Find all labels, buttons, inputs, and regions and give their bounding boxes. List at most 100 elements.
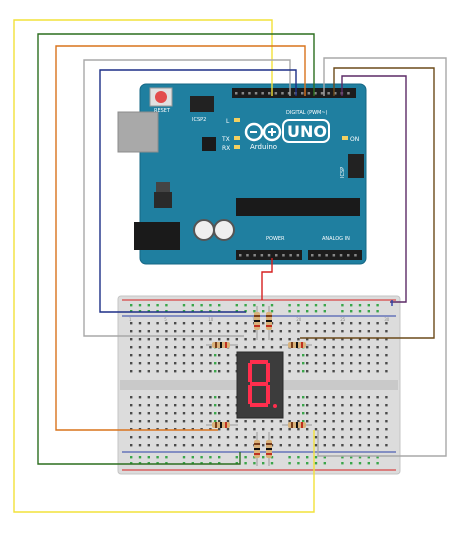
breadboard-hole [147, 412, 150, 415]
breadboard-hole [209, 304, 212, 307]
breadboard-hole [262, 456, 265, 459]
breadboard-hole [165, 370, 168, 373]
breadboard-hole [314, 420, 318, 423]
breadboard-hole [253, 330, 256, 333]
breadboard-hole [138, 404, 142, 407]
arduino-logo [244, 122, 282, 142]
breadboard-hole [341, 404, 344, 407]
breadboard-hole [182, 444, 186, 447]
breadboard-hole [200, 404, 203, 407]
breadboard-hole [323, 322, 326, 325]
breadboard-hole [350, 370, 353, 373]
analog-label: ANALOG IN [322, 236, 350, 242]
breadboard-hole [332, 346, 335, 349]
header-pin [320, 92, 324, 95]
breadboard-hole [350, 404, 353, 407]
breadboard-hole [191, 338, 194, 341]
breadboard-hole [314, 462, 318, 465]
breadboard-hole [182, 304, 186, 307]
breadboard-hole [297, 322, 300, 325]
breadboard-hole [165, 354, 168, 357]
breadboard-hole [182, 346, 186, 349]
breadboard-hole [332, 354, 335, 357]
breadboard-hole [218, 304, 221, 307]
breadboard-hole [218, 456, 221, 459]
breadboard-hole [262, 444, 265, 447]
breadboard-column-number: 5 [164, 317, 167, 322]
wire-yellow [13, 19, 315, 513]
breadboard-hole [297, 436, 300, 439]
breadboard-hole [147, 404, 150, 407]
wire-purple [341, 75, 407, 303]
header-pin [325, 254, 328, 257]
breadboard-hole [323, 462, 326, 465]
breadboard-hole [156, 462, 159, 465]
breadboard-column-number: 25 [340, 317, 346, 322]
breadboard-hole [385, 370, 388, 373]
breadboard-hole [262, 330, 265, 333]
breadboard-hole [226, 404, 230, 407]
breadboard-hole [367, 362, 370, 365]
breadboard-hole [385, 354, 388, 357]
on-label: ON [350, 136, 359, 143]
breadboard-hole [314, 456, 318, 459]
header-pin [253, 254, 256, 257]
breadboard-hole [130, 396, 133, 399]
breadboard-hole [218, 362, 221, 365]
breadboard-hole [214, 396, 217, 399]
breadboard-hole [288, 322, 291, 325]
breadboard-hole [297, 330, 300, 333]
breadboard-hole [262, 310, 265, 313]
breadboard-column-number: 1 [129, 317, 132, 322]
breadboard-hole [226, 444, 230, 447]
breadboard-column-number: 10 [208, 317, 214, 322]
breadboard-hole [350, 310, 353, 313]
breadboard-hole [323, 304, 326, 307]
breadboard-hole [341, 354, 344, 357]
breadboard-hole [341, 436, 344, 439]
breadboard-hole [214, 404, 217, 407]
breadboard-hole [358, 404, 362, 407]
breadboard-hole [262, 428, 265, 431]
breadboard-hole [288, 428, 291, 431]
breadboard-hole [314, 444, 318, 447]
breadboard-hole [332, 322, 335, 325]
breadboard-hole [191, 346, 194, 349]
header-pin [261, 92, 264, 95]
breadboard-hole [302, 404, 305, 407]
breadboard-hole [279, 428, 282, 431]
breadboard-hole [358, 354, 362, 357]
breadboard-hole [358, 444, 362, 447]
breadboard-hole [147, 346, 150, 349]
breadboard-hole [165, 412, 168, 415]
breadboard-hole [332, 436, 335, 439]
breadboard-hole [262, 338, 265, 341]
breadboard-hole [200, 330, 203, 333]
breadboard-hole [147, 338, 150, 341]
breadboard-hole [191, 370, 194, 373]
breadboard-hole [174, 420, 177, 423]
breadboard-hole [191, 396, 194, 399]
breadboard-hole [341, 428, 344, 431]
breadboard-hole [367, 370, 370, 373]
breadboard-hole [165, 420, 168, 423]
breadboard-hole [385, 404, 388, 407]
breadboard-hole [350, 436, 353, 439]
breadboard-hole [288, 362, 291, 365]
breadboard-hole [156, 428, 159, 431]
breadboard-hole [306, 396, 309, 399]
resistor-8 [266, 432, 272, 466]
breadboard-hole [209, 346, 212, 349]
breadboard-hole [209, 436, 212, 439]
breadboard-hole [147, 370, 150, 373]
breadboard-hole [376, 462, 379, 465]
breadboard-hole [214, 412, 217, 415]
breadboard-hole [332, 362, 335, 365]
breadboard-hole [244, 428, 247, 431]
breadboard-hole [385, 436, 388, 439]
breadboard-hole [350, 444, 353, 447]
breadboard-hole [323, 354, 326, 357]
breadboard-hole [156, 436, 159, 439]
breadboard-hole [191, 322, 194, 325]
breadboard-hole [288, 412, 291, 415]
